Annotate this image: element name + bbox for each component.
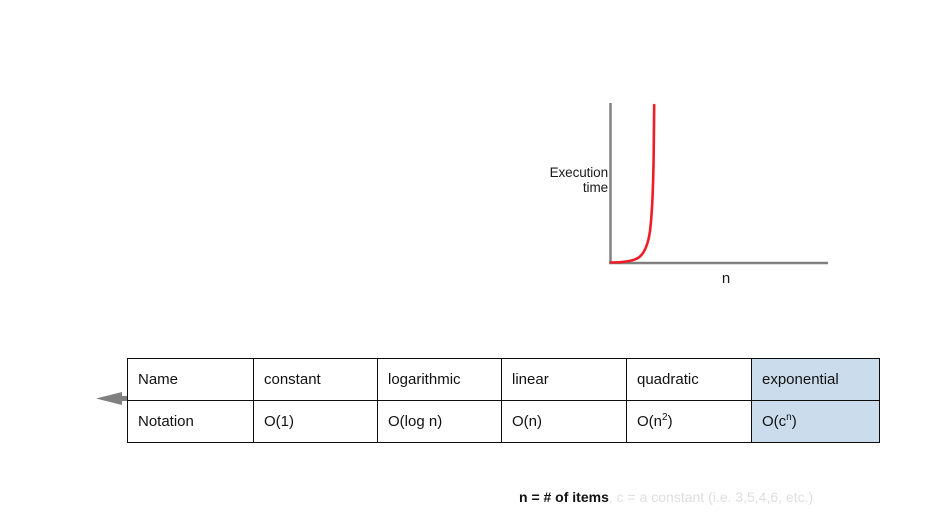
exponential-curve xyxy=(609,103,656,264)
notation-quadratic-base: O(n xyxy=(637,413,663,430)
chart-y-axis-label-line2: time xyxy=(582,180,608,195)
caption-strong-text: n = # of items xyxy=(519,489,609,505)
caption-faded-text: , c = a constant (i.e. 3,5,4,6, etc.) xyxy=(608,489,814,505)
table-header-name: Name xyxy=(127,358,254,401)
table-cell-name-logarithmic: logarithmic xyxy=(377,358,502,401)
table-cell-name-exponential: exponential xyxy=(751,358,880,401)
table-cell-notation-quadratic: O(n2) xyxy=(626,400,752,443)
notation-exponential-superscript: n xyxy=(786,412,792,423)
table-cell-name-constant: constant xyxy=(253,358,378,401)
table-cell-notation-constant: O(1) xyxy=(253,400,378,443)
chart-x-axis-label: n xyxy=(721,270,731,287)
legend-caption: n = # of items, c = a constant (i.e. 3,5… xyxy=(519,489,813,505)
table-header-notation: Notation xyxy=(127,400,254,443)
table-cell-name-quadratic: quadratic xyxy=(626,358,752,401)
chart-plot-svg xyxy=(609,103,828,265)
table-cell-notation-linear: O(n) xyxy=(501,400,627,443)
table-row-name: Name constant logarithmic linear quadrat… xyxy=(127,358,880,401)
table-cell-notation-exponential: O(cn) xyxy=(751,400,880,443)
notation-exponential-base: O(c xyxy=(762,413,787,430)
table-cell-notation-logarithmic: O(log n) xyxy=(377,400,502,443)
notation-quadratic-superscript: 2 xyxy=(662,412,668,423)
complexity-table: Name constant logarithmic linear quadrat… xyxy=(127,358,880,443)
chart-y-axis-label: Execution time xyxy=(488,165,608,195)
chart-y-axis-label-line1: Execution xyxy=(549,165,608,180)
table-row-notation: Notation O(1) O(log n) O(n) O(n2) O(cn) xyxy=(127,400,880,443)
table-cell-name-linear: linear xyxy=(501,358,627,401)
notation-quadratic-close: ) xyxy=(667,413,673,430)
left-arrow-icon xyxy=(96,392,122,405)
execution-time-chart: Execution time n xyxy=(520,95,860,295)
notation-exponential-close: ) xyxy=(791,413,797,430)
